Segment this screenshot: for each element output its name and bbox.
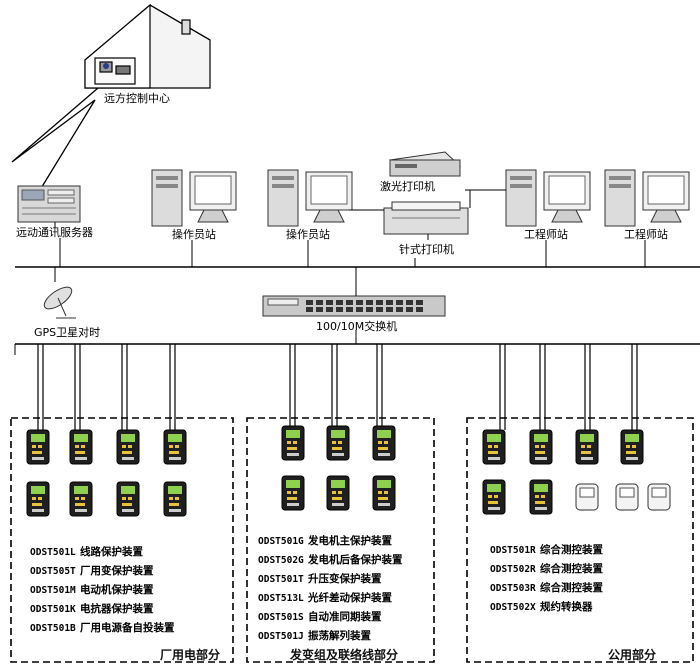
- operator-station-1-icon: [151, 169, 237, 227]
- section-title-generator: 发变组及联络线部分: [290, 648, 399, 662]
- protection-device-icon: [69, 429, 93, 465]
- io-module-icon: [615, 483, 639, 511]
- io-module-icon: [647, 483, 671, 511]
- remote-link-line: [11, 87, 99, 191]
- section-title-plant-power: 厂用电部分: [160, 648, 221, 662]
- protection-device-icon: [281, 475, 305, 511]
- server-label: 远动通讯服务器: [16, 226, 93, 239]
- dot-matrix-printer-label: 针式打印机: [399, 243, 454, 256]
- protection-device-icon: [116, 429, 140, 465]
- protection-device-icon: [482, 479, 506, 515]
- engineer-station-1-label: 工程师站: [524, 228, 568, 241]
- protection-device-icon: [26, 429, 50, 465]
- protection-device-icon: [529, 479, 553, 515]
- section-box-public: [466, 417, 694, 663]
- control-center-label: 远方控制中心: [104, 92, 170, 105]
- protection-device-icon: [372, 475, 396, 511]
- dot-matrix-printer-icon: [383, 201, 469, 235]
- protection-device-icon: [69, 481, 93, 517]
- server-icon: [17, 185, 81, 223]
- operator-station-1-label: 操作员站: [172, 228, 216, 241]
- engineer-station-2-label: 工程师站: [624, 228, 668, 241]
- protection-device-icon: [326, 475, 350, 511]
- house-icon: [84, 3, 211, 89]
- gps-label: GPS卫星对时: [34, 326, 101, 339]
- protection-device-icon: [372, 425, 396, 461]
- laser-printer-label: 激光打印机: [380, 180, 435, 193]
- section-box-generator: [246, 417, 435, 663]
- protection-device-icon: [482, 429, 506, 465]
- operator-station-2-icon: [267, 169, 353, 227]
- protection-device-icon: [281, 425, 305, 461]
- protection-device-icon: [620, 429, 644, 465]
- protection-device-icon: [163, 481, 187, 517]
- protection-device-icon: [163, 429, 187, 465]
- laser-printer-icon: [388, 151, 462, 177]
- switch-label: 100/10M交换机: [316, 320, 398, 333]
- protection-device-icon: [26, 481, 50, 517]
- protection-device-icon: [575, 429, 599, 465]
- operator-station-2-label: 操作员站: [286, 228, 330, 241]
- switch-icon: [262, 295, 446, 317]
- section-title-public: 公用部分: [608, 648, 657, 662]
- engineer-station-1-icon: [505, 169, 591, 227]
- protection-device-icon: [529, 429, 553, 465]
- protection-device-icon: [326, 425, 350, 461]
- protection-device-icon: [116, 481, 140, 517]
- gps-satellite-dish-icon: [43, 286, 76, 319]
- io-module-icon: [575, 483, 599, 511]
- engineer-station-2-icon: [604, 169, 690, 227]
